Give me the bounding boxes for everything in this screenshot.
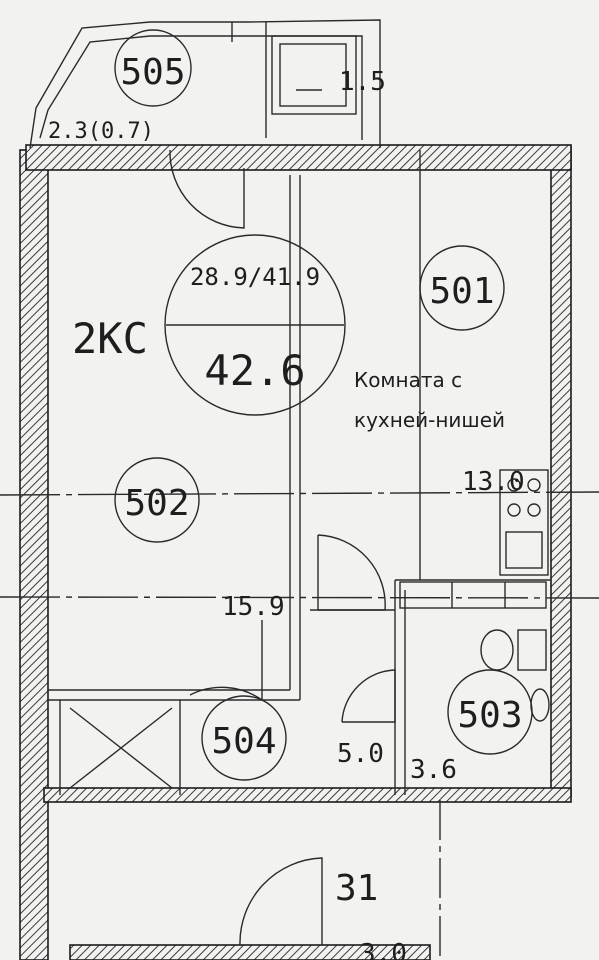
room-tag-502: 502 (114, 457, 200, 543)
room-area-501: 13.0 (462, 467, 525, 497)
room-tag-505: 505 (114, 29, 192, 107)
kitchen-fixtures (499, 469, 549, 576)
room-tag-501: 501 (419, 245, 505, 331)
living-total-area: 28.9/41.9 (190, 263, 320, 291)
balcony-outline (29, 19, 381, 149)
room-number-503: 503 (457, 695, 522, 736)
room-number-505: 505 (120, 52, 185, 93)
room-area-504: 5.0 (337, 739, 384, 769)
corridor-number: 31 (335, 868, 378, 909)
exterior-walls (19, 144, 572, 960)
balcony-area-label: 2.3(0.7) (48, 119, 154, 144)
corridor-area-partial: 3.0 (360, 939, 407, 960)
apartment-summary: 28.9/41.9 42.6 (164, 234, 346, 416)
balcony-extra-area-label: 1.5 (339, 67, 386, 97)
room-tag-504: 504 (201, 695, 287, 781)
room-number-501: 501 (429, 271, 494, 312)
room-tag-503: 503 (447, 669, 533, 755)
room-area-502: 15.9 (222, 592, 285, 622)
interior-partitions (48, 150, 551, 795)
room-number-502: 502 (124, 483, 189, 524)
room-caption-line1: Комната с (354, 368, 462, 392)
room-caption-line2: кухней-нишей (354, 408, 505, 432)
apartment-type-code: 2КС (72, 314, 148, 363)
total-area: 42.6 (204, 346, 305, 395)
room-number-504: 504 (211, 721, 276, 762)
axis-lines (0, 491, 599, 960)
room-area-503: 3.6 (410, 755, 457, 785)
